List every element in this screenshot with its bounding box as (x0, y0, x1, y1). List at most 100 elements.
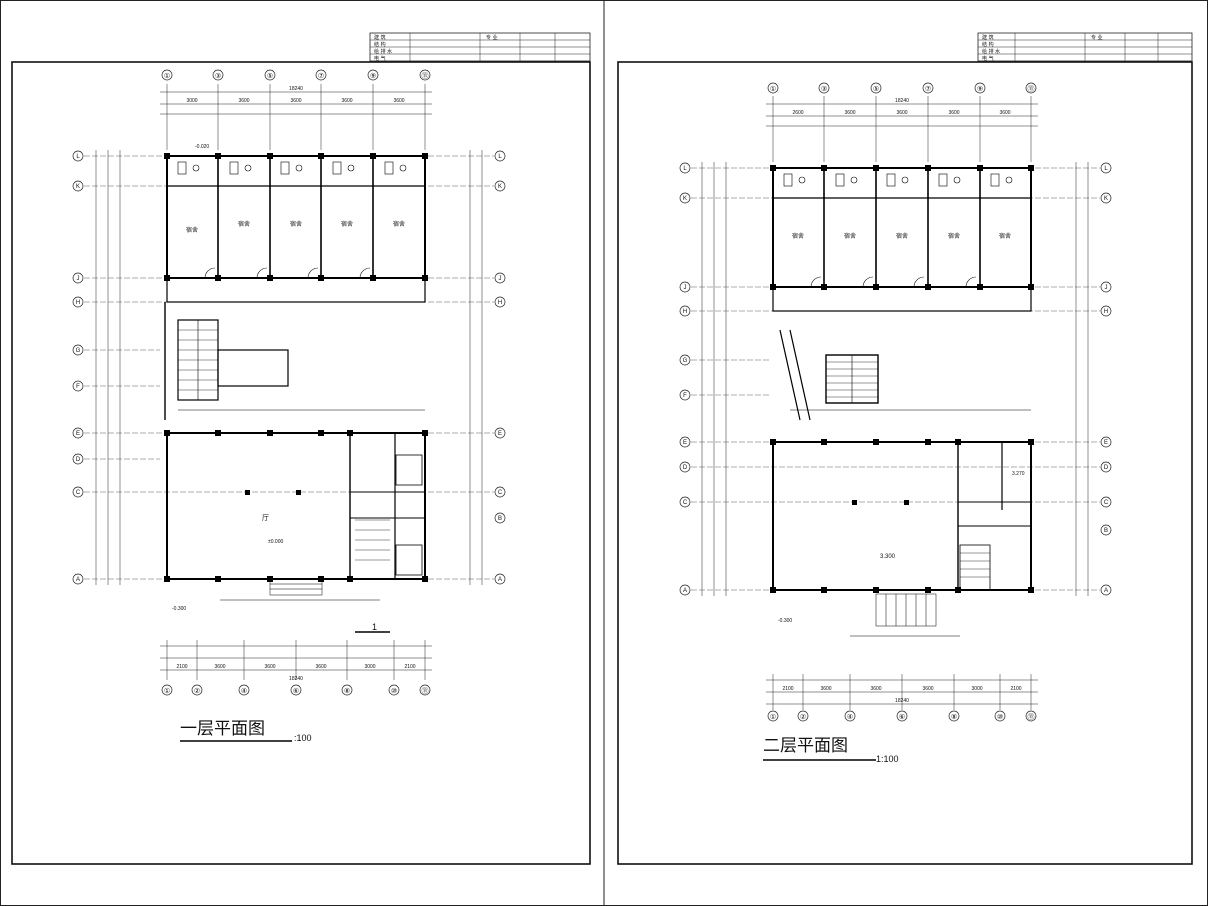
sheet-title-floor2: 二层平面图 1:100 (763, 736, 899, 764)
hall-label: 厅 (262, 514, 269, 522)
total-dim-top: 18240 (289, 86, 303, 92)
dim-top: 3600 (393, 98, 404, 104)
tb-col-label: 专 业 (486, 34, 498, 41)
plan-scale: :100 (294, 733, 312, 743)
dim-top: 3600 (290, 98, 301, 104)
elev-outside-floor2: -0.300 (778, 618, 792, 624)
axis-bubble: C (76, 490, 81, 496)
room-label: 宿舍 (948, 232, 960, 240)
axis-bubble: E (683, 440, 687, 446)
dim-bottom: 2100 (1010, 686, 1021, 692)
dim-bottom: 3600 (922, 686, 933, 692)
axis-bubble: A (1104, 588, 1108, 594)
axis-bubble: ⑥ (899, 713, 905, 721)
fixtures-floor1 (177, 161, 407, 279)
room-label: 宿舍 (186, 226, 198, 234)
axis-bubble: ① (770, 713, 776, 721)
axis-bubble: ③ (821, 85, 827, 93)
tb-row-2: 结 构 (374, 41, 386, 48)
fixtures-floor2 (783, 173, 1013, 288)
elev-corridor: -0.020 (195, 144, 209, 150)
left-axes-floor1: L K J H G F E D C A (72, 150, 84, 585)
tb-row-4: 电 气 (982, 55, 994, 62)
top-axes-floor2: ① ③ ⑤ ⑦ ⑨ ⑪ (767, 82, 1037, 94)
dim-top: 3600 (238, 98, 249, 104)
dim-bottom: 3000 (971, 686, 982, 692)
axis-bubble: E (498, 431, 502, 437)
dim-top: 2600 (792, 110, 803, 116)
dim-bottom: 3600 (820, 686, 831, 692)
sheet-floor2: 建 筑 结 构 给 排 水 电 气 专 业 ① ③ ⑤ ⑦ ⑨ ⑪ 18240 … (617, 32, 1193, 865)
dim-top: 3000 (186, 98, 197, 104)
axis-bubble: A (76, 577, 80, 583)
plan-scale: 1:100 (876, 754, 899, 764)
axis-bubble: ⑪ (422, 687, 429, 695)
axis-bubble: ④ (241, 687, 247, 695)
axis-bubble: ⑩ (997, 713, 1003, 721)
section-mark-floor1: 1 (355, 622, 390, 633)
axis-bubble: H (683, 309, 687, 315)
axis-bubble: ⑪ (1028, 85, 1035, 93)
sheet-floor1: 建 筑 结 构 给 排 水 电 气 专 业 ① ③ ⑤ ⑦ ⑨ ⑪ (11, 32, 591, 865)
room-label: 宿舍 (896, 232, 908, 240)
bottom-axes-floor1: ① ② ④ ⑥ ⑧ ⑩ ⑪ (161, 684, 431, 696)
axis-bubble: J (77, 276, 80, 282)
dim-bottom: 2100 (176, 664, 187, 670)
dim-top: 3600 (896, 110, 907, 116)
axis-bubble: B (1104, 528, 1108, 534)
right-axes-floor2: L K J H E D C B A (1100, 162, 1112, 596)
axis-bubble: ⑩ (391, 687, 397, 695)
stair-connector-floor1 (164, 302, 425, 420)
sheet2-border (617, 61, 1193, 865)
entry-steps-floor1 (220, 578, 380, 601)
axis-bubble: ⑪ (422, 72, 429, 80)
axis-bubble: ⑧ (951, 713, 957, 721)
bottom-dims-floor1 (160, 640, 432, 680)
total-dim-top: 18240 (895, 98, 909, 104)
title-block-left: 建 筑 结 构 给 排 水 电 气 专 业 (369, 32, 591, 62)
axis-bubble: ⑧ (344, 687, 350, 695)
axis-bubble: J (684, 285, 687, 291)
axis-bubble: ① (164, 72, 170, 80)
axis-bubble: ⑪ (1028, 713, 1035, 721)
hall-block-floor1 (166, 432, 426, 580)
axis-bubble: ⑤ (873, 85, 879, 93)
axis-bubble: C (683, 500, 688, 506)
tb-row-3: 给 排 水 (374, 48, 392, 55)
dim-bottom: 2100 (782, 686, 793, 692)
axis-bubble: K (1104, 196, 1108, 202)
dorm-block-floor2 (772, 167, 1032, 312)
axis-bubble: ⑨ (977, 85, 983, 93)
axis-bubble: ① (770, 85, 776, 93)
axis-bubble: J (499, 276, 502, 282)
elev-balcony-floor2: 3.270 (1012, 471, 1025, 477)
canopy-floor2 (850, 593, 960, 637)
room-label: 宿舍 (341, 220, 353, 228)
room-label: 宿舍 (393, 220, 405, 228)
axis-bubble: K (683, 196, 687, 202)
dim-bottom: 3600 (214, 664, 225, 670)
dim-bottom: 3600 (870, 686, 881, 692)
axis-bubble: C (1104, 500, 1109, 506)
axis-bubble: K (76, 184, 80, 190)
axis-bubble: ② (800, 713, 806, 721)
columns-floor2 (770, 165, 1034, 593)
dim-top: 3600 (948, 110, 959, 116)
sheet-title-floor1: 一层平面图 :100 (180, 719, 312, 743)
axis-bubble: H (76, 300, 80, 306)
axis-bubble: J (1105, 285, 1108, 291)
grid-lines-floor2 (691, 167, 1100, 591)
dim-top: 3600 (844, 110, 855, 116)
axis-bubble: A (683, 588, 687, 594)
left-axes-floor2: L K J H G F E D C A (679, 162, 691, 596)
axis-bubble: G (76, 348, 81, 354)
dim-bottom: 3000 (364, 664, 375, 670)
dim-bottom: 2100 (404, 664, 415, 670)
elev-outside: -0.300 (172, 606, 186, 612)
axis-bubble: L (498, 154, 502, 160)
axis-bubble: L (683, 166, 687, 172)
total-dim-bottom: 18240 (895, 698, 909, 704)
axis-bubble: C (498, 490, 503, 496)
bottom-axes-floor2: ① ② ④ ⑥ ⑧ ⑩ ⑪ (767, 710, 1037, 722)
top-dims-floor2 (766, 96, 1038, 162)
